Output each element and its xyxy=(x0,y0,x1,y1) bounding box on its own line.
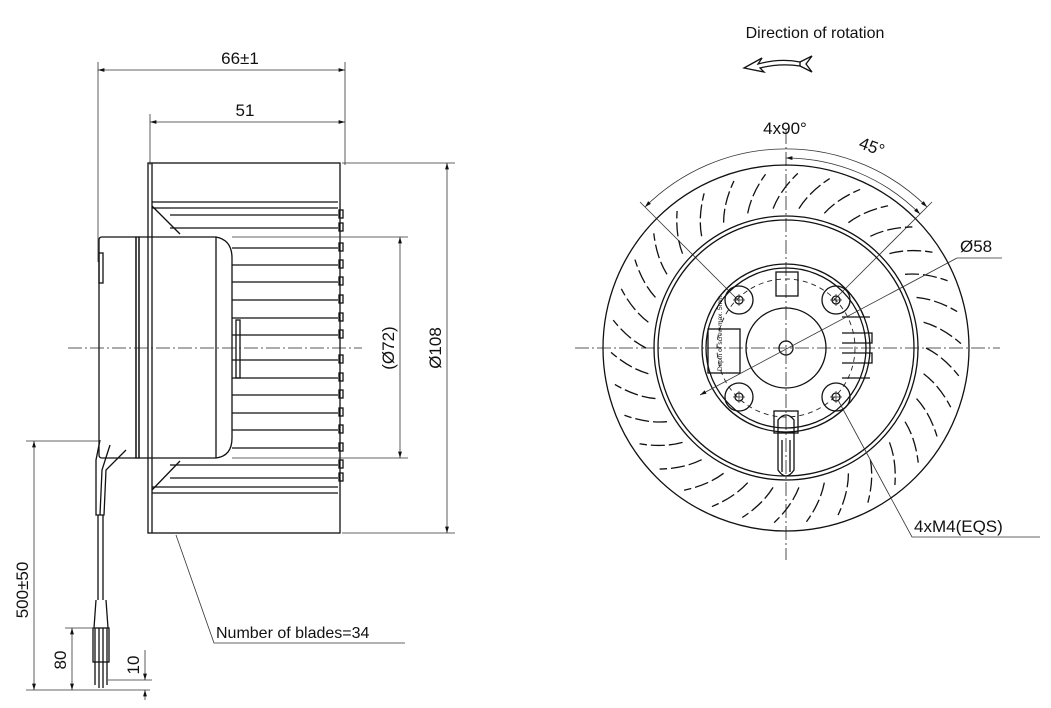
blade xyxy=(699,193,705,237)
blade xyxy=(916,398,938,437)
blade xyxy=(711,482,749,508)
blade-tab xyxy=(338,294,344,304)
blade xyxy=(889,249,933,255)
impeller-outer-ring xyxy=(602,164,970,532)
blade xyxy=(923,321,962,345)
blade xyxy=(683,472,724,491)
bolt-circle xyxy=(716,278,856,418)
blade-tab xyxy=(338,312,344,322)
blade-tab xyxy=(338,372,344,382)
blade-tab xyxy=(338,259,344,269)
wire-strip-label: 10 xyxy=(124,656,143,675)
blade xyxy=(741,487,774,519)
angle-offset-label: 45° xyxy=(857,134,888,161)
blade xyxy=(904,273,948,282)
bolt-circle-label: Ø58 xyxy=(960,237,992,256)
blade xyxy=(848,205,889,224)
strip-length-label: 80 xyxy=(51,651,70,670)
rotation-label: Direction of rotation xyxy=(746,25,885,42)
thread-spec-label: 4xM4(EQS) xyxy=(914,517,1003,536)
blades-note: Number of blades=34 xyxy=(216,625,370,642)
cable-length-label: 500±50 xyxy=(13,562,32,619)
blade xyxy=(610,351,649,375)
blade xyxy=(798,177,831,209)
blade xyxy=(676,210,684,254)
blade xyxy=(923,373,952,408)
blade-tab xyxy=(338,329,344,339)
blade xyxy=(773,487,800,524)
blade-tab xyxy=(338,459,344,469)
blade xyxy=(624,414,668,423)
blade xyxy=(870,226,913,237)
blade-tab xyxy=(338,389,344,399)
blade xyxy=(659,459,702,470)
blade xyxy=(614,383,656,400)
screw-note-box xyxy=(707,328,741,374)
blade-tab xyxy=(338,442,344,452)
blade-tab xyxy=(338,407,344,417)
blade xyxy=(837,473,850,516)
blade-tab xyxy=(338,276,344,286)
blade xyxy=(653,233,668,275)
blade xyxy=(620,288,649,323)
angle-pattern-label: 4x90° xyxy=(763,119,807,138)
mounting-hole xyxy=(821,382,851,412)
blade xyxy=(612,319,647,349)
blade-tab xyxy=(338,354,344,364)
side-view: 66±1 51 (Ø72) xyxy=(13,49,455,700)
blade xyxy=(805,482,825,523)
blade xyxy=(634,259,656,298)
mounting-hole xyxy=(724,382,754,412)
blade xyxy=(639,441,683,447)
motor-diameter-label: (Ø72) xyxy=(379,326,398,369)
impeller-width-label: 51 xyxy=(236,101,255,120)
cable xyxy=(92,439,127,688)
mounting-hole xyxy=(821,285,851,315)
blade xyxy=(867,459,873,503)
impeller-blades xyxy=(610,172,962,524)
blade-tab xyxy=(338,472,344,482)
blade xyxy=(772,172,799,209)
motor-side xyxy=(98,236,241,459)
impeller-diameter-label: Ø108 xyxy=(426,327,445,369)
blade xyxy=(823,188,861,214)
blade xyxy=(916,296,958,313)
blade xyxy=(904,421,919,463)
screw-note: Depth of screw max. 5mm xyxy=(717,296,724,372)
blade-tab xyxy=(338,242,344,252)
blade xyxy=(888,442,896,486)
front-view: Direction of rotation 4x90° 45° Dep xyxy=(575,25,1040,560)
blade-tab xyxy=(338,222,344,232)
blade-tab xyxy=(338,209,344,219)
overall-length-label: 66±1 xyxy=(221,49,259,68)
motor-plate xyxy=(701,263,871,433)
blade-tab xyxy=(338,424,344,434)
blade xyxy=(747,173,767,214)
cable-connector xyxy=(773,410,799,477)
rotation-arrow-icon xyxy=(742,55,813,74)
blade xyxy=(925,347,960,377)
hub xyxy=(745,307,827,389)
mounting-hole xyxy=(724,285,754,315)
blade xyxy=(722,180,735,223)
